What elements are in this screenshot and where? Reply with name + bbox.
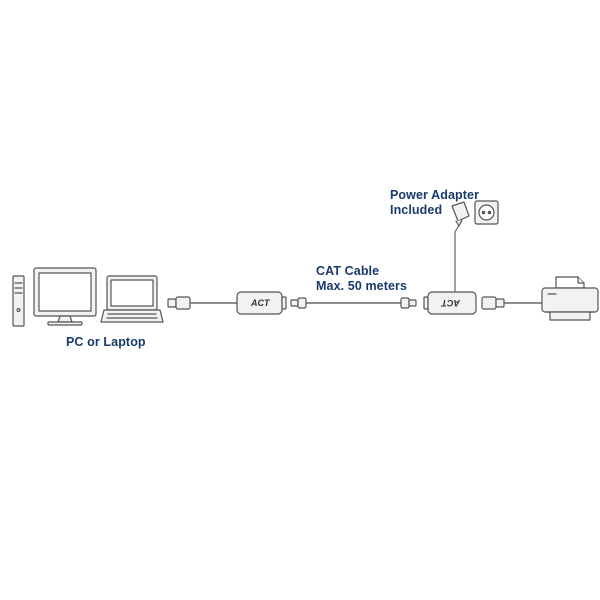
receiver-logo: ACT bbox=[440, 298, 461, 308]
power-adapter-label: Power Adapter Included bbox=[390, 188, 479, 218]
usb-plug-icon bbox=[167, 296, 191, 310]
pc-label-text: PC or Laptop bbox=[66, 335, 146, 349]
power-adapter-icon bbox=[451, 201, 470, 227]
laptop-icon bbox=[100, 275, 164, 323]
pc-label: PC or Laptop bbox=[66, 335, 146, 350]
transmitter-logo: ACT bbox=[250, 298, 271, 308]
cat-cable-label-line2: Max. 50 meters bbox=[316, 279, 408, 293]
wall-socket-icon bbox=[474, 200, 499, 225]
rj45-plug-icon bbox=[400, 297, 417, 309]
pc-tower-icon bbox=[12, 275, 25, 327]
extender-icon bbox=[236, 291, 287, 315]
rj45-plug-icon bbox=[290, 297, 307, 309]
cat-cable-label: CAT Cable Max. 50 meters bbox=[316, 264, 407, 294]
usb-plug-icon bbox=[481, 296, 505, 310]
extender-icon bbox=[423, 291, 477, 315]
power-adapter-label-line2: Included bbox=[390, 203, 443, 217]
power-cable bbox=[454, 224, 460, 293]
cat-cable-label-line1: CAT Cable bbox=[316, 264, 380, 278]
monitor-icon bbox=[33, 267, 97, 326]
printer-icon bbox=[541, 276, 599, 321]
power-adapter-label-line1: Power Adapter bbox=[390, 188, 480, 202]
